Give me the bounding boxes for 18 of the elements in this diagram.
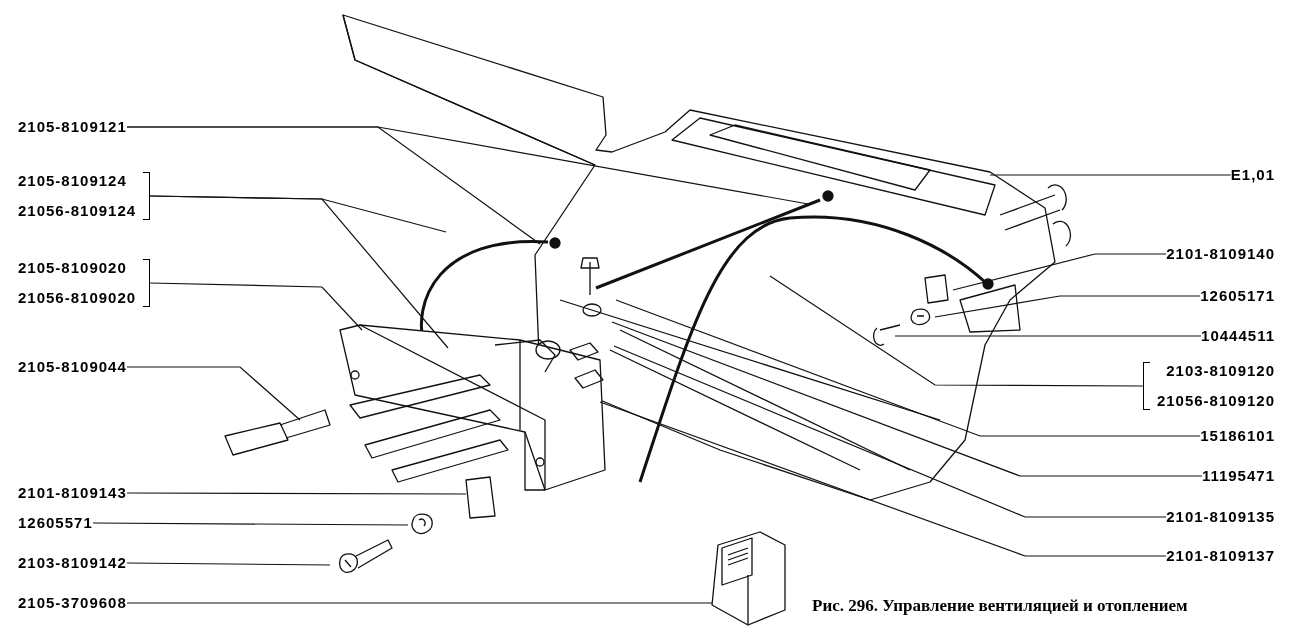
leader-line (126, 492, 467, 495)
leader-line (615, 299, 1201, 437)
leader-line (613, 345, 1167, 518)
leader-line (769, 275, 1144, 387)
leader-line (126, 366, 301, 421)
leader-line (126, 562, 331, 566)
leader-line (611, 321, 1203, 477)
leader-line (989, 174, 1232, 176)
leader-line (934, 295, 1201, 318)
leader-line (149, 282, 363, 331)
leader-line (894, 335, 1202, 337)
leader-line (126, 602, 713, 604)
leader-line (599, 401, 1167, 557)
leader-line (92, 522, 409, 526)
leader-line (952, 253, 1167, 291)
leader-line (126, 126, 809, 205)
figure-caption: Рис. 296. Управление вентиляцией и отоплением (812, 595, 1188, 617)
leader-line (149, 195, 449, 349)
